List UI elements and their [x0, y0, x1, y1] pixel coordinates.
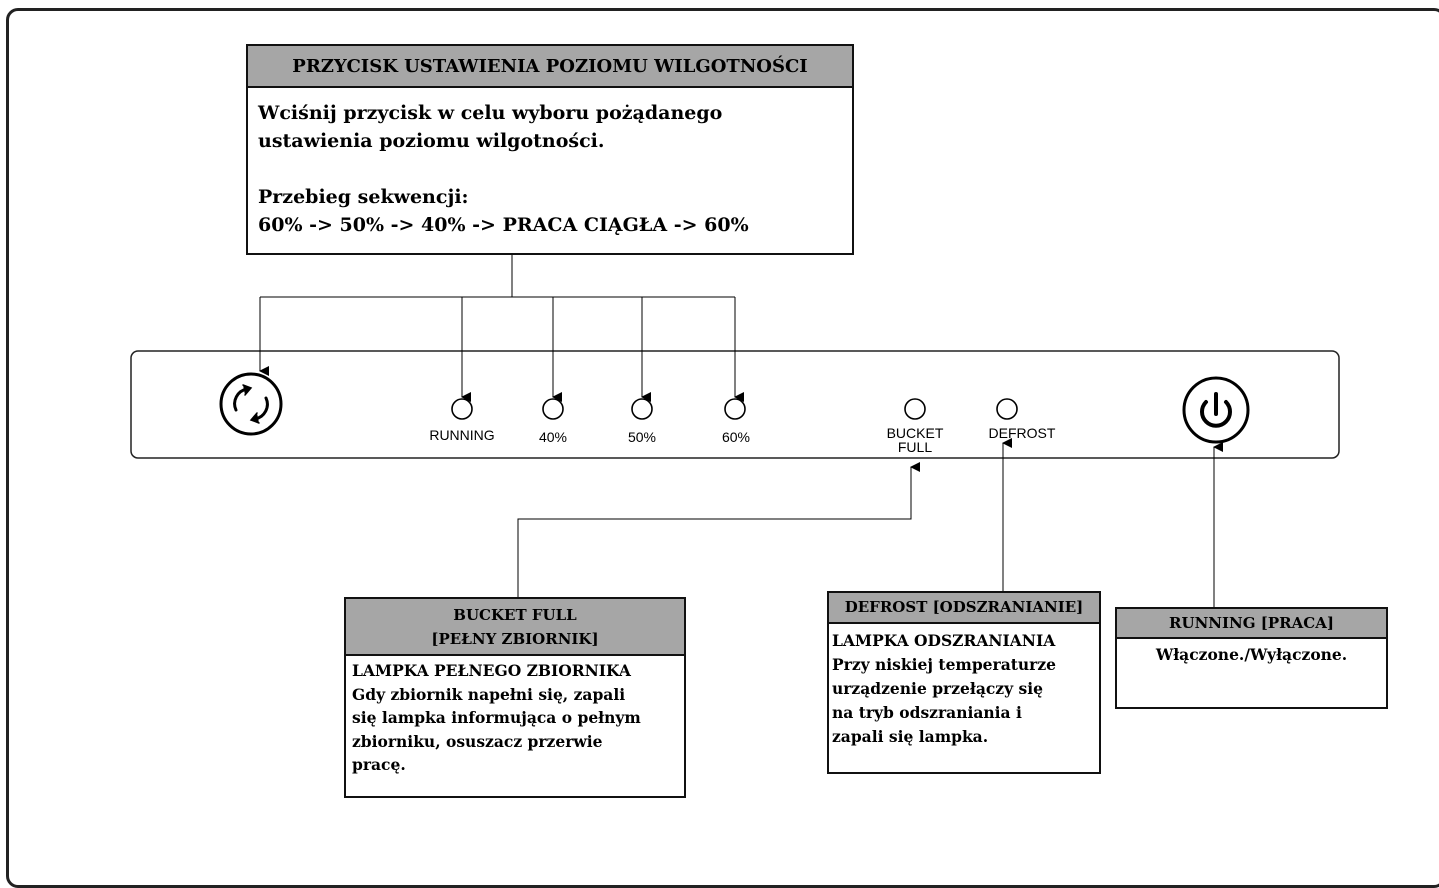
50-percent-label: 50% [628, 429, 656, 445]
bucket-callout-line: zbiorniku, osuszacz przerwie [352, 731, 603, 751]
40-percent-indicator-light [542, 398, 564, 420]
running-callout-title: RUNNING [PRACA] [1117, 609, 1386, 639]
bucket-callout-line: Gdy zbiornik napełni się, zapali [352, 684, 626, 704]
control-panel-diagram: RUNNING 40% 50% 60% BUCKET FULL DEFROST [130, 255, 1340, 607]
humidity-callout-line: ustawienia poziomu wilgotności. [258, 130, 605, 152]
humidity-connector [259, 255, 744, 402]
40-percent-label: 40% [539, 429, 567, 445]
bucket-full-callout: BUCKET FULL [PEŁNY ZBIORNIK] LAMPKA PEŁN… [344, 597, 686, 798]
defrost-callout-line: urządzenie przełączy się [832, 679, 1043, 698]
humidity-button-callout: PRZYCISK USTAWIENIA POZIOMU WILGOTNOŚCI … [246, 44, 854, 255]
defrost-callout-line: na tryb odszraniania i [832, 703, 1022, 722]
60-percent-indicator-light [724, 398, 746, 420]
humidity-callout-body: Wciśnij przycisk w celu wyboru pożądaneg… [248, 88, 852, 239]
mode-button[interactable] [219, 372, 283, 436]
bucket-callout-title-line1: BUCKET FULL [453, 606, 577, 624]
bucket-callout-line: LAMPKA PEŁNEGO ZBIORNIKA [352, 661, 631, 680]
bucket-label-line2: FULL [898, 439, 932, 455]
humidity-callout-title: PRZYCISK USTAWIENIA POZIOMU WILGOTNOŚCI [248, 46, 852, 88]
bucket-callout-title-line2: [PEŁNY ZBIORNIK] [431, 630, 599, 648]
sequence-title: Przebieg sekwencji: [258, 186, 469, 208]
defrost-callout-line: Przy niskiej temperaturze [832, 655, 1056, 674]
defrost-callout-line: LAMPKA ODSZRANIANIA [832, 631, 1056, 650]
defrost-callout-line: zapali się lampka. [832, 727, 989, 746]
defrost-label: DEFROST [989, 425, 1056, 441]
sequence-text: 60% -> 50% -> 40% -> PRACA CIĄGŁA -> 60% [258, 214, 749, 236]
bucket-callout-line: pracę. [352, 755, 406, 774]
power-icon [1200, 392, 1232, 428]
bucket-callout-body: LAMPKA PEŁNEGO ZBIORNIKA Gdy zbiornik na… [346, 656, 684, 777]
defrost-callout-body: LAMPKA ODSZRANIANIA Przy niskiej tempera… [829, 624, 1099, 749]
bucket-connector [517, 462, 920, 597]
power-button[interactable] [1182, 376, 1250, 444]
bucket-label-line1: BUCKET [887, 425, 944, 441]
defrost-callout: DEFROST [ODSZRANIANIE] LAMPKA ODSZRANIAN… [827, 591, 1101, 774]
60-percent-label: 60% [722, 429, 750, 445]
bucket-full-indicator-light [904, 398, 926, 420]
running-callout: RUNNING [PRACA] Włączone./Wyłączone. [1115, 607, 1388, 709]
running-callout-text: Włączone./Wyłączone. [1155, 645, 1348, 664]
defrost-indicator-light [996, 398, 1018, 420]
defrost-callout-title: DEFROST [ODSZRANIANIE] [829, 593, 1099, 624]
running-label: RUNNING [429, 427, 494, 443]
bucket-callout-line: się lampka informująca o pełnym [352, 708, 641, 727]
running-indicator-light [451, 398, 473, 420]
cycle-arrows-icon [233, 384, 269, 424]
50-percent-indicator-light [631, 398, 653, 420]
humidity-callout-line: Wciśnij przycisk w celu wyboru pożądaneg… [258, 102, 723, 124]
bucket-callout-title: BUCKET FULL [PEŁNY ZBIORNIK] [346, 599, 684, 656]
